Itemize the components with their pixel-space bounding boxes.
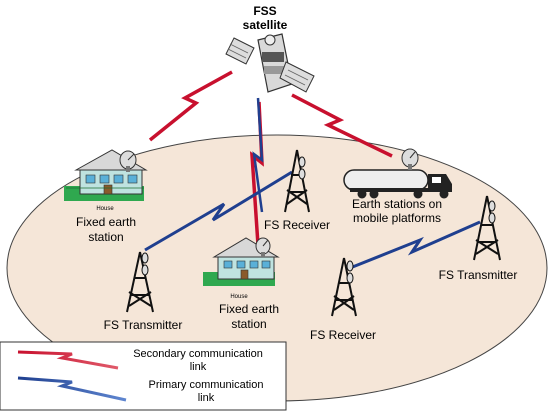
satellite-title-line1: FSS bbox=[253, 4, 276, 18]
secondary-link-to-mobile-station bbox=[291, 93, 393, 158]
house-label-1: House bbox=[96, 206, 114, 212]
legend-secondary-line1: Secondary communication bbox=[133, 348, 263, 360]
primary-link-satellite-fs-receiver bbox=[252, 97, 264, 213]
dish-antenna-icon-2 bbox=[255, 237, 271, 257]
fixed-station-2-label-line1: Fixed earth bbox=[219, 302, 279, 316]
fss-satellite-icon bbox=[225, 33, 315, 93]
dish-antenna-icon-truck bbox=[401, 148, 419, 170]
legend-primary-link-icon bbox=[17, 376, 127, 402]
fs-receiver-2-label: FS Receiver bbox=[310, 328, 376, 342]
fixed-station-1-label-line1: Fixed earth bbox=[76, 215, 136, 229]
dish-antenna-icon-1 bbox=[119, 150, 137, 172]
mobile-stations-label-line1: Earth stations on bbox=[352, 197, 442, 211]
legend-box: Secondary communication link Primary com… bbox=[0, 341, 287, 411]
truck-icon bbox=[343, 169, 452, 199]
fs-transmitter-tower-icon-1 bbox=[126, 251, 154, 313]
fs-transmitter-2-label: FS Transmitter bbox=[439, 268, 518, 282]
primary-link-fs-transmitter-to-fs-receiver-right bbox=[349, 220, 481, 270]
satellite-title-line2: satellite bbox=[243, 18, 288, 32]
legend-secondary-line2: link bbox=[190, 361, 207, 373]
fs-receiver-tower-icon-2 bbox=[331, 257, 357, 317]
primary-link-fs-transmitter-to-fs-receiver bbox=[144, 170, 293, 252]
legend-primary-line1: Primary communication bbox=[149, 379, 264, 391]
legend-primary-line2: link bbox=[198, 392, 215, 404]
fixed-station-1-label-line2: station bbox=[88, 230, 123, 244]
house-label-2: House bbox=[230, 294, 248, 300]
fixed-station-2-label-line2: station bbox=[231, 317, 266, 331]
legend-secondary-link-icon bbox=[17, 350, 119, 370]
fs-transmitter-tower-icon-2 bbox=[473, 195, 501, 261]
fs-receiver-tower-icon-1 bbox=[284, 149, 310, 213]
secondary-link-to-fixed-station-1 bbox=[148, 70, 233, 142]
fs-transmitter-1-label: FS Transmitter bbox=[104, 318, 183, 332]
mobile-stations-label-line2: mobile platforms bbox=[353, 211, 441, 225]
fs-receiver-1-label: FS Receiver bbox=[264, 218, 330, 232]
